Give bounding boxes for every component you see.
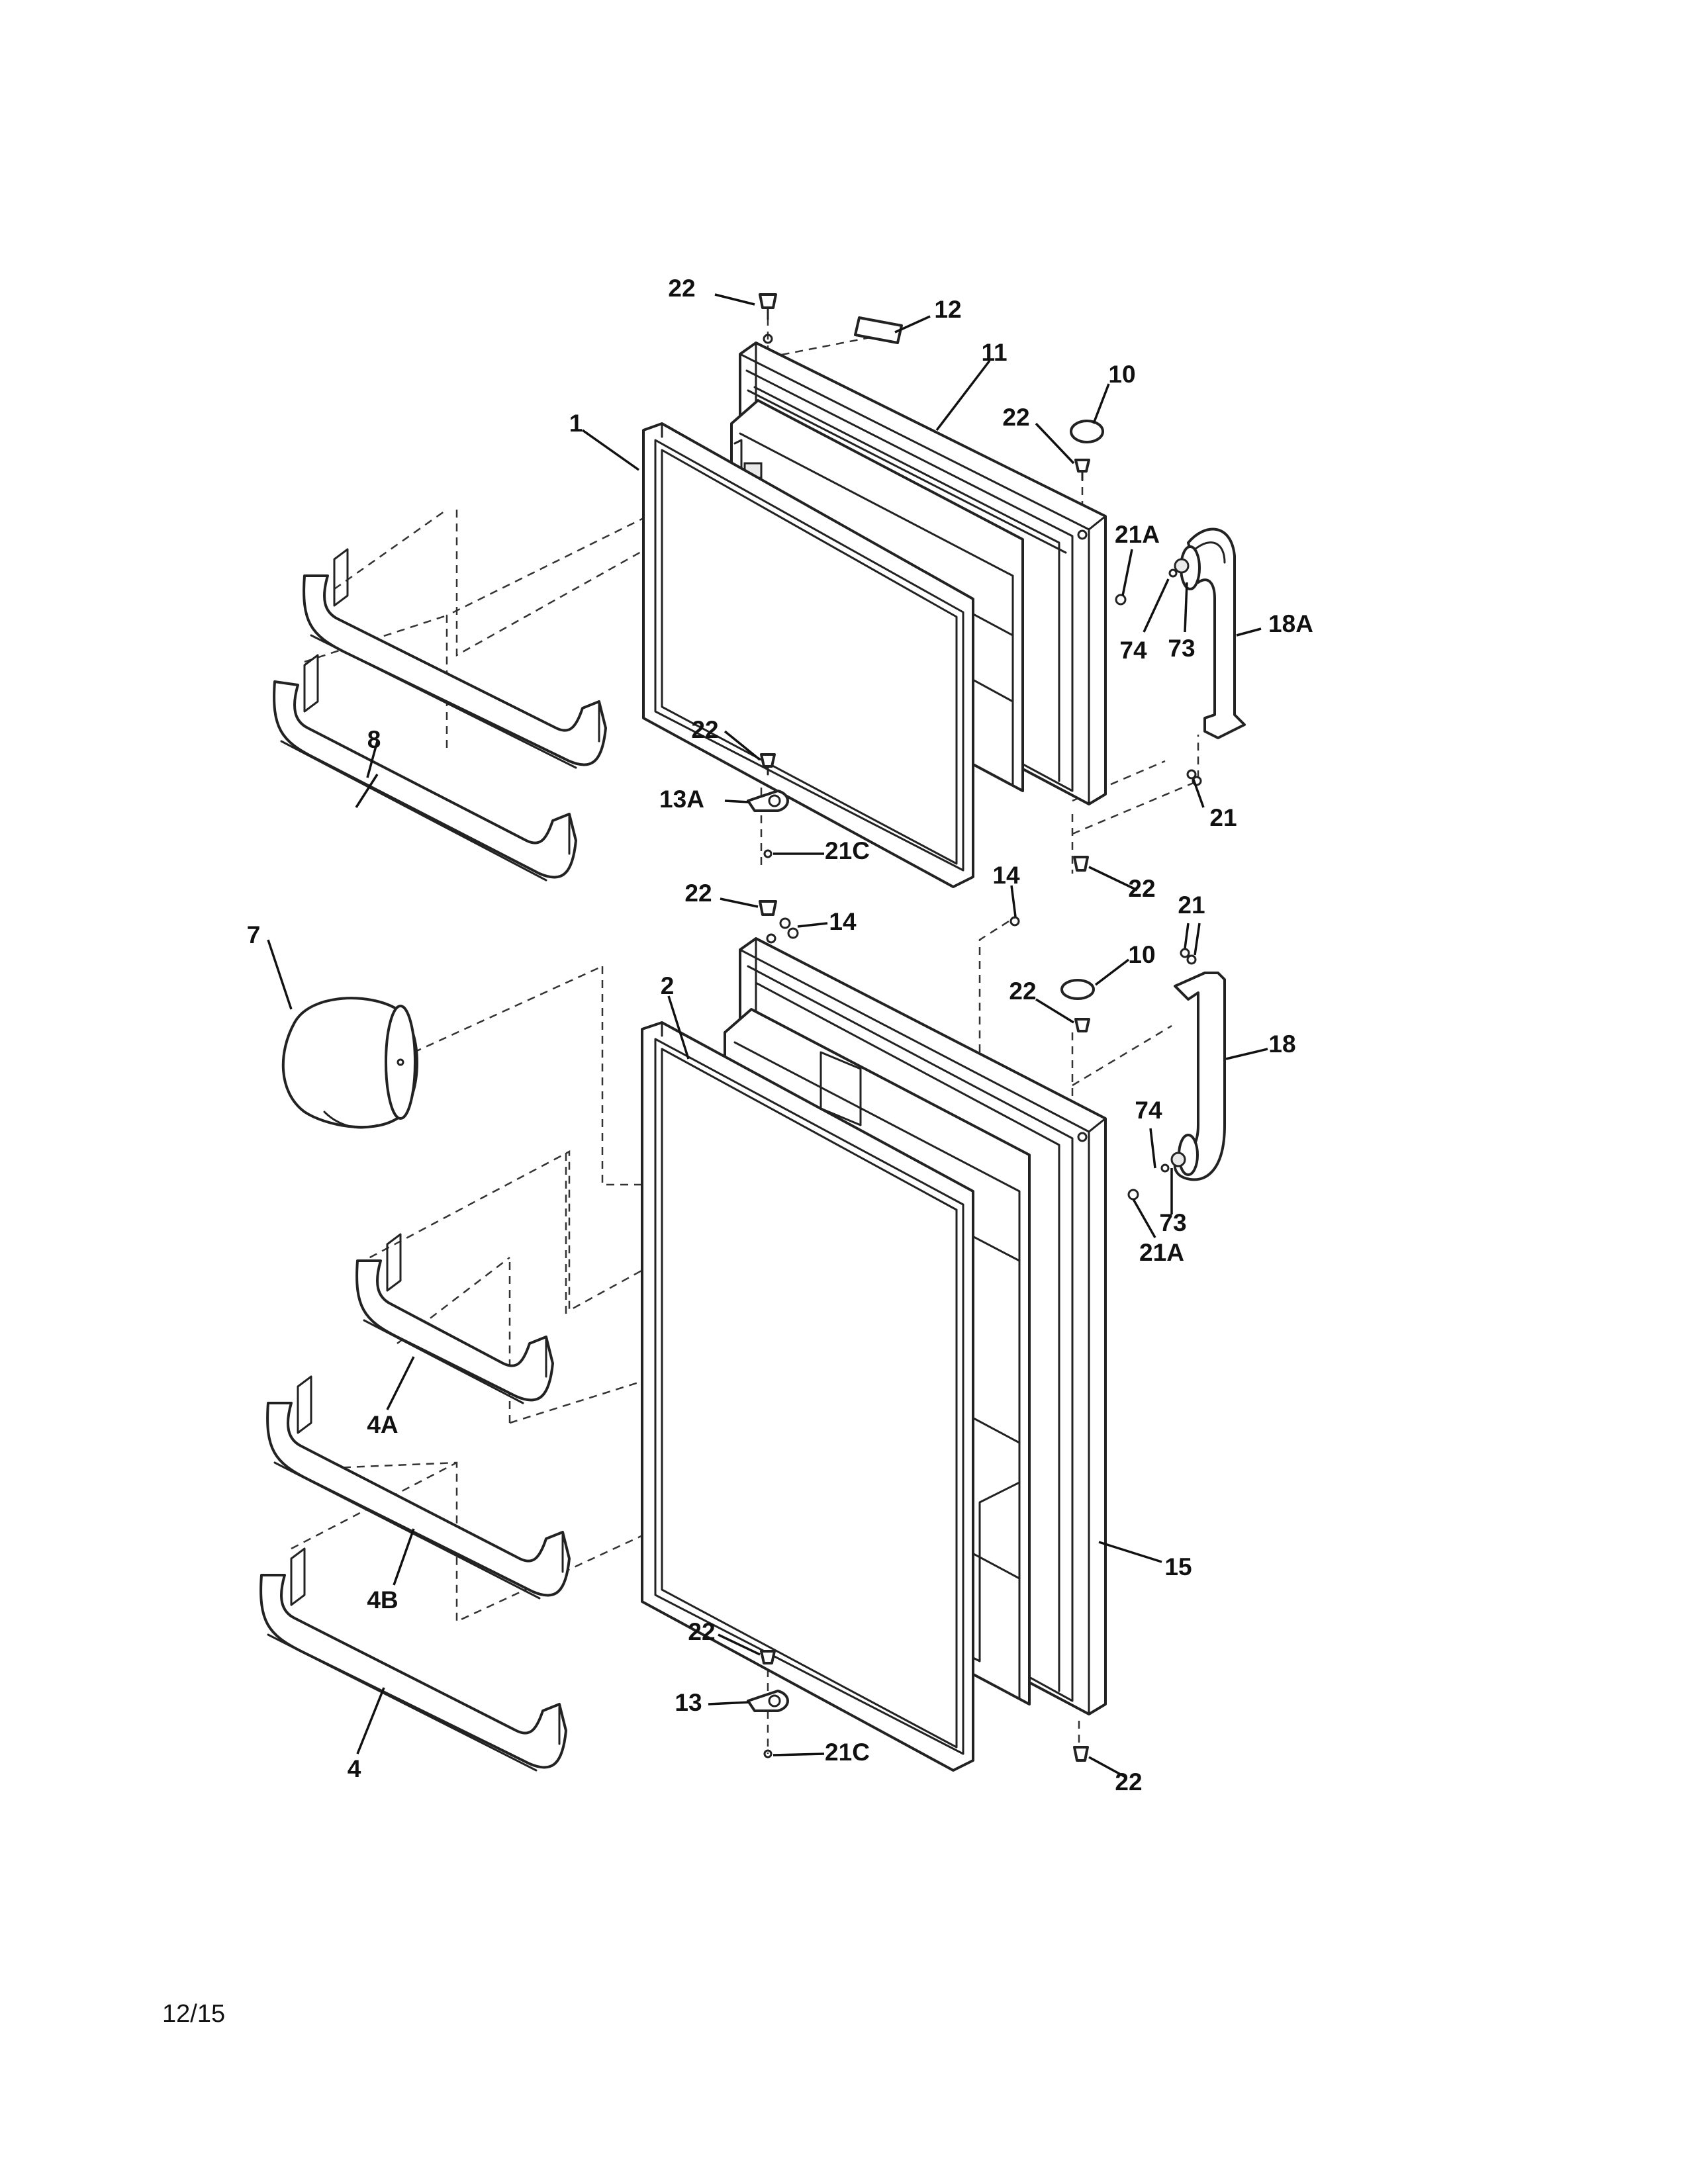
callout-21: 21 bbox=[1178, 891, 1205, 919]
callout-21A: 21A bbox=[1139, 1239, 1184, 1266]
ice-bucket bbox=[281, 997, 418, 1129]
callout-18: 18 bbox=[1268, 1030, 1295, 1058]
lower-hinge-parts bbox=[747, 900, 1095, 1762]
fresh-food-door-handle bbox=[1127, 948, 1226, 1201]
callout-21C: 21C bbox=[825, 1739, 870, 1766]
callout-21: 21 bbox=[1209, 804, 1237, 831]
callout-22: 22 bbox=[688, 1618, 715, 1645]
callout-13A: 13A bbox=[659, 786, 704, 813]
callout-4B: 4B bbox=[367, 1586, 398, 1614]
callout-8: 8 bbox=[367, 726, 381, 753]
upper-hinge-parts bbox=[747, 293, 1104, 872]
freezer-door-shelves bbox=[273, 548, 607, 882]
page-code: 12/15 bbox=[162, 2000, 225, 2028]
callout-22: 22 bbox=[1002, 404, 1029, 431]
callout-74: 74 bbox=[1135, 1097, 1162, 1124]
callout-22: 22 bbox=[1128, 875, 1155, 902]
callout-22: 22 bbox=[691, 716, 718, 743]
callout-10: 10 bbox=[1108, 361, 1135, 388]
callout-21A: 21A bbox=[1115, 521, 1160, 548]
callout-10: 10 bbox=[1128, 941, 1155, 968]
callout-22: 22 bbox=[1115, 1768, 1142, 1796]
callout-4: 4 bbox=[348, 1755, 361, 1782]
callout-18A: 18A bbox=[1268, 610, 1313, 637]
callout-1: 1 bbox=[569, 410, 583, 437]
fresh-food-door-gasket bbox=[641, 1021, 974, 1772]
callout-22: 22 bbox=[1009, 978, 1036, 1005]
callout-labels: 22 12 11 10 22 1 21A 74 73 18A 8 22 13A … bbox=[247, 275, 1313, 1796]
callout-12: 12 bbox=[934, 296, 961, 323]
callout-15: 15 bbox=[1164, 1553, 1192, 1580]
callout-7: 7 bbox=[247, 921, 261, 948]
leader-lines bbox=[267, 293, 1268, 1778]
callout-73: 73 bbox=[1168, 635, 1195, 662]
callout-2: 2 bbox=[661, 972, 675, 999]
callout-11: 11 bbox=[981, 339, 1007, 366]
freezer-door-handle bbox=[1115, 527, 1246, 786]
callout-4A: 4A bbox=[367, 1411, 398, 1438]
callout-21C: 21C bbox=[825, 837, 870, 864]
callout-14: 14 bbox=[992, 862, 1020, 889]
callout-14: 14 bbox=[829, 908, 857, 935]
callout-22: 22 bbox=[684, 880, 712, 907]
callout-74: 74 bbox=[1119, 637, 1147, 664]
fresh-food-door-shelves bbox=[259, 1233, 571, 1772]
callout-22: 22 bbox=[668, 275, 695, 302]
callout-13: 13 bbox=[675, 1689, 702, 1716]
callout-73: 73 bbox=[1159, 1209, 1186, 1236]
freezer-door-gasket bbox=[642, 422, 974, 888]
